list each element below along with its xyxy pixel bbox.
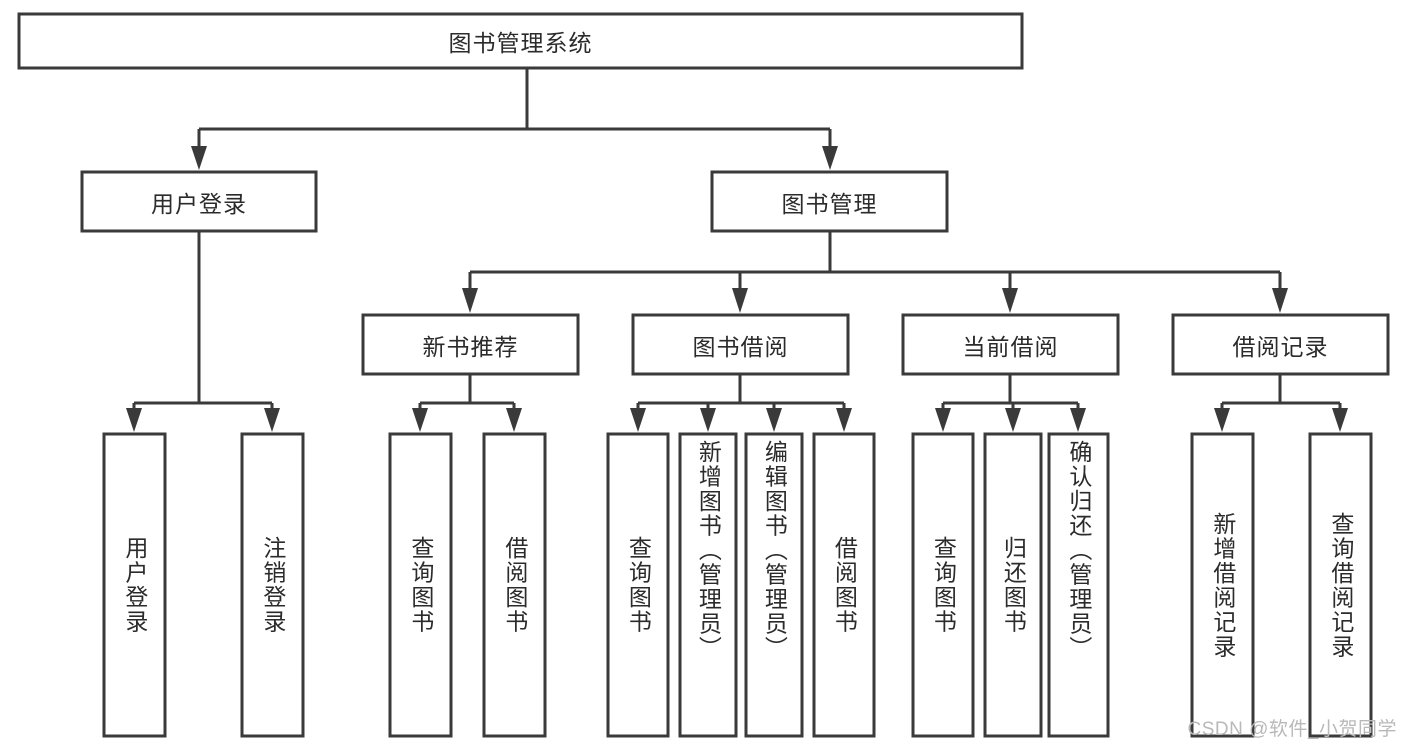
arrow-head-leaf-borrow-book-1 — [506, 408, 522, 432]
arrow-head-leaf-add-record — [1214, 408, 1230, 432]
arrow-head-leaf-edit-book — [766, 408, 782, 432]
node-box-leaf-borrow-book-2[interactable] — [812, 432, 876, 738]
node-box-leaf-logout[interactable] — [240, 432, 305, 738]
node-box-current-borrow[interactable] — [901, 313, 1120, 376]
node-box-leaf-query-record[interactable] — [1308, 432, 1373, 738]
arrow-head-new-book-recommend — [462, 288, 478, 313]
node-box-leaf-confirm-return[interactable] — [1047, 432, 1110, 738]
arrow-head-leaf-borrow-book-2 — [836, 408, 852, 432]
arrow-head-book-borrow — [732, 288, 748, 313]
node-box-leaf-query-book-3[interactable] — [911, 432, 975, 738]
node-box-new-book-recommend[interactable] — [361, 313, 580, 376]
arrow-head-user-login — [191, 146, 207, 170]
arrow-head-leaf-query-book-2 — [630, 408, 646, 432]
arrow-head-leaf-query-book-1 — [412, 408, 428, 432]
node-box-leaf-return-book[interactable] — [983, 432, 1043, 738]
node-box-leaf-user-login[interactable] — [102, 432, 167, 738]
arrow-head-leaf-return-book — [1005, 408, 1021, 432]
node-box-leaf-add-book[interactable] — [678, 432, 738, 738]
arrow-head-leaf-logout — [264, 408, 280, 432]
node-box-user-login[interactable] — [80, 170, 318, 233]
node-box-leaf-edit-book[interactable] — [744, 432, 804, 738]
arrow-head-current-borrow — [1002, 288, 1018, 313]
node-box-root[interactable] — [17, 12, 1024, 70]
arrow-head-leaf-confirm-return — [1070, 408, 1086, 432]
arrow-head-leaf-add-book — [700, 408, 716, 432]
node-box-book-management[interactable] — [710, 170, 949, 233]
arrow-head-borrow-record — [1272, 288, 1288, 313]
arrow-head-book-management — [822, 146, 838, 170]
node-box-leaf-add-record[interactable] — [1190, 432, 1255, 738]
node-box-leaf-query-book-2[interactable] — [606, 432, 670, 738]
node-box-borrow-record[interactable] — [1171, 313, 1390, 376]
node-box-book-borrow[interactable] — [631, 313, 850, 376]
arrow-head-leaf-query-book-3 — [935, 408, 951, 432]
arrow-head-leaf-user-login — [126, 408, 142, 432]
arrow-head-leaf-query-record — [1332, 408, 1348, 432]
node-box-leaf-borrow-book-1[interactable] — [482, 432, 547, 738]
watermark-text: CSDN @软件_小贺同学 — [1187, 719, 1397, 740]
node-box-leaf-query-book-1[interactable] — [388, 432, 453, 738]
